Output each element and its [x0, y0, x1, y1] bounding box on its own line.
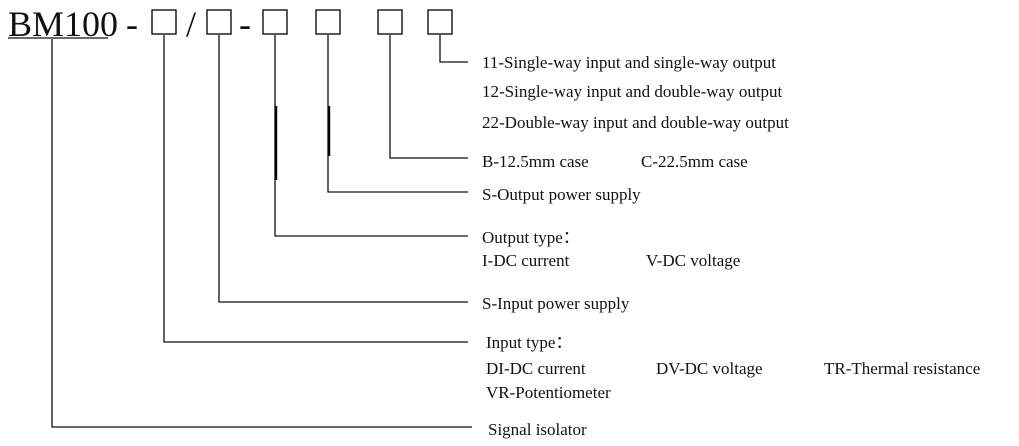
code-box-input-type [151, 9, 177, 35]
label-io-mode-11: 11-Single-way input and single-way outpu… [482, 53, 776, 72]
label-output-type-i: I-DC current [482, 251, 570, 270]
leader-output-type [274, 35, 468, 237]
leader-case [389, 35, 468, 159]
leader-output-power [327, 35, 468, 193]
label-output-power: S-Output power supply [482, 185, 641, 204]
label-input-type-dv: DV-DC voltage [656, 359, 763, 378]
label-case-b: B-12.5mm case [482, 152, 589, 171]
label-signal-isolator: Signal isolator [488, 420, 587, 439]
label-output-type-v: V-DC voltage [646, 251, 740, 270]
label-input-power: S-Input power supply [482, 294, 630, 313]
separator-slash: / [186, 4, 196, 44]
code-box-io-mode [427, 9, 453, 35]
label-input-type-heading: Input type： [486, 333, 572, 352]
code-box-output-power [315, 9, 341, 35]
leader-io-mode [439, 35, 468, 63]
separator-dash-1: - [126, 4, 138, 44]
label-io-mode-12: 12-Single-way input and double-way outpu… [482, 82, 783, 101]
leader-signal-isolator [51, 39, 472, 428]
label-input-type-tr: TR-Thermal resistance [824, 359, 980, 378]
separator-dash-2: - [239, 4, 251, 44]
label-case-c: C-22.5mm case [641, 152, 748, 171]
code-box-output-type [262, 9, 288, 35]
label-io-mode-22: 22-Double-way input and double-way outpu… [482, 113, 789, 132]
model-prefix: BM100 [8, 4, 118, 44]
label-input-type-di: DI-DC current [486, 359, 586, 378]
leader-input-type [163, 35, 468, 343]
code-box-input-power [206, 9, 232, 35]
code-box-case [377, 9, 403, 35]
label-output-type-heading: Output type： [482, 228, 580, 247]
label-input-type-vr: VR-Potentiometer [486, 383, 611, 402]
leader-input-power [218, 35, 468, 303]
